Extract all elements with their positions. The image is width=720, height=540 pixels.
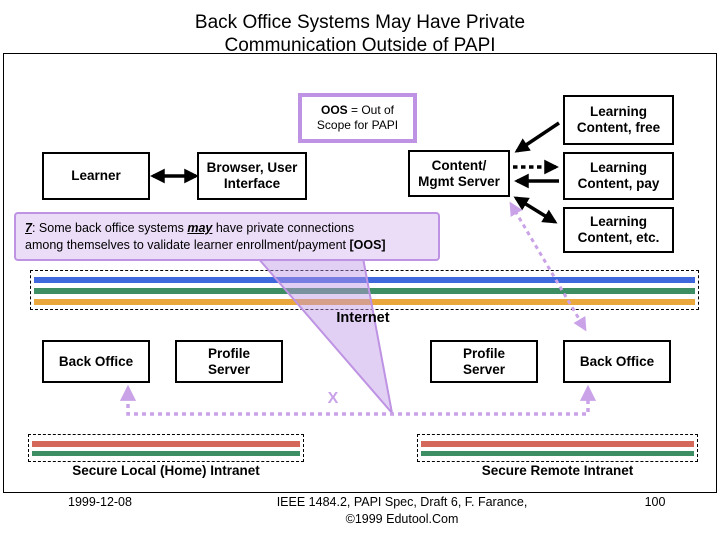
oos-term: OOS: [320, 103, 348, 117]
box-content-mgmt-server: Content/ Mgmt Server: [408, 150, 510, 197]
note-lead: : Some back office systems: [31, 221, 188, 235]
slide-border: [3, 53, 717, 493]
slide-title: Back Office Systems May Have Private Com…: [194, 12, 526, 56]
note-oos-tag: [OOS]: [349, 238, 386, 252]
footer-citation: IEEE 1484.2, PAPI Spec, Draft 6, F. Fara…: [210, 494, 594, 528]
secure-remote-intranet-label: Secure Remote Intranet: [481, 463, 634, 478]
intranet-line-red: [421, 441, 694, 447]
note-body: have private connections among themselve…: [25, 221, 355, 252]
remote-intranet-bus: [417, 434, 698, 462]
oos-legend-line1: OOS = Out of: [321, 103, 394, 118]
box-learning-content-free: Learning Content, free: [563, 95, 674, 145]
note-callout: 7: Some back office systems may have pri…: [14, 212, 440, 261]
footer-citation-line2: ©1999 Edutool.Com: [345, 512, 459, 526]
box-back-office-left: Back Office: [42, 340, 150, 383]
intranet-line-green: [32, 451, 300, 456]
bus-line-blue: [34, 277, 695, 283]
intranet-line-green: [421, 451, 694, 456]
oos-definition: = Out of: [347, 103, 395, 117]
box-profile-server-right: Profile Server: [430, 340, 538, 383]
footer-date: 1999-12-08: [68, 495, 132, 509]
box-learning-content-etc: Learning Content, etc.: [563, 207, 674, 253]
internet-bus: [30, 270, 699, 310]
box-browser-user-interface: Browser, User Interface: [197, 152, 307, 200]
note-may-emphasis: may: [187, 221, 213, 235]
footer-page-number: 100: [644, 495, 666, 509]
note-number: 7: [25, 221, 32, 235]
intranet-line-red: [32, 441, 300, 447]
bus-line-orange: [34, 299, 695, 305]
bus-line-green: [34, 288, 695, 294]
secure-local-intranet-label: Secure Local (Home) Intranet: [72, 463, 260, 478]
x-marker: X: [327, 390, 339, 407]
local-intranet-bus: [28, 434, 304, 462]
oos-legend-line2: Scope for PAPI: [316, 118, 399, 132]
box-learner: Learner: [42, 152, 150, 200]
oos-legend: OOS = Out of Scope for PAPI: [298, 93, 417, 143]
box-profile-server-left: Profile Server: [175, 340, 283, 383]
internet-label: Internet: [336, 310, 390, 326]
footer-citation-line1: IEEE 1484.2, PAPI Spec, Draft 6, F. Fara…: [276, 495, 528, 509]
box-learning-content-pay: Learning Content, pay: [563, 152, 674, 200]
box-back-office-right: Back Office: [563, 340, 671, 383]
